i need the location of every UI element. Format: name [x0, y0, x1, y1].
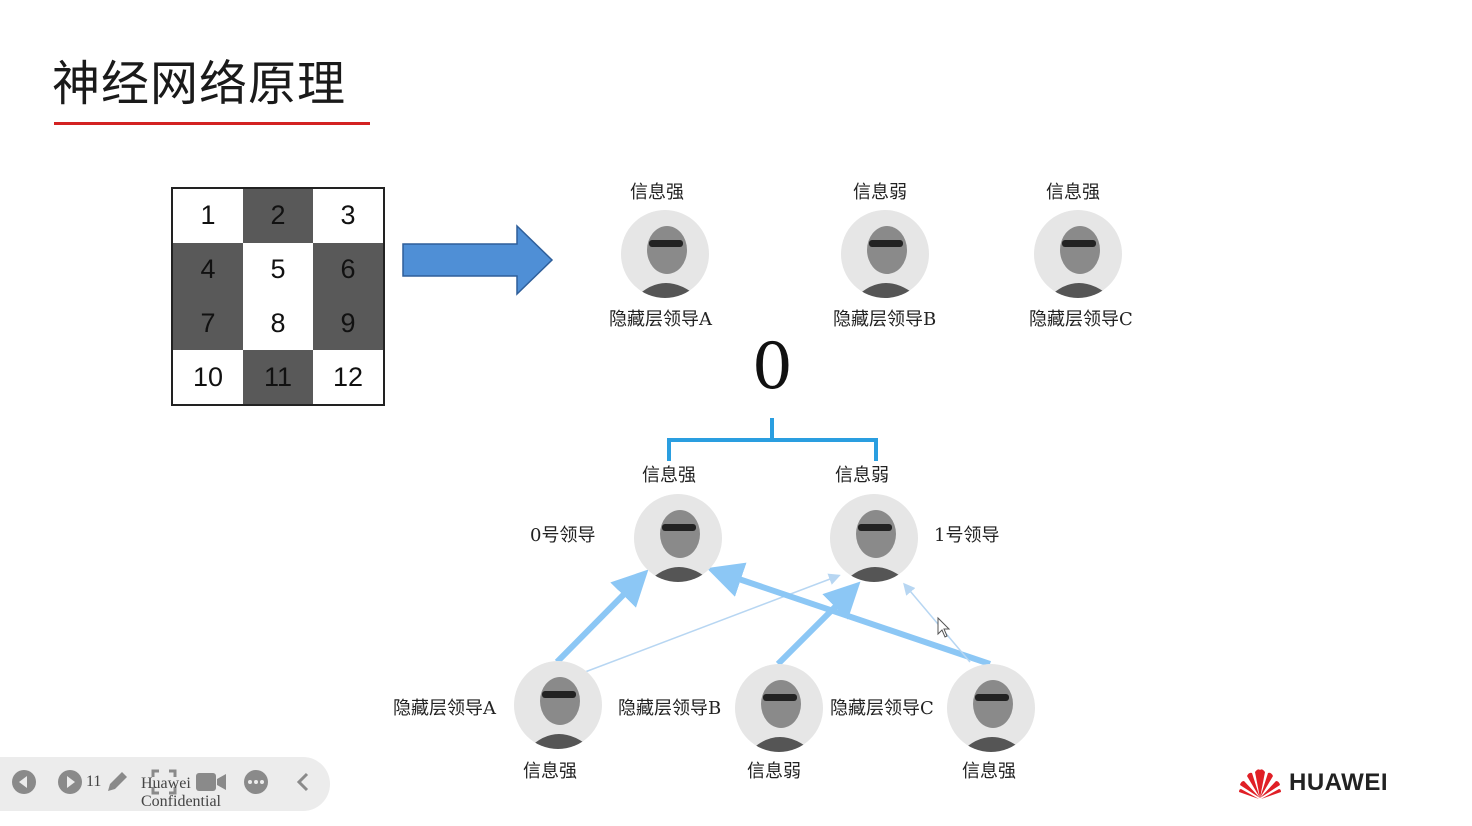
- grid-cell: 8: [243, 296, 313, 351]
- next-icon[interactable]: [57, 769, 83, 795]
- leader-avatar: [735, 664, 823, 752]
- person-icon: [841, 210, 929, 298]
- leader-avatar: [621, 210, 709, 298]
- leader-avatar: [841, 210, 929, 298]
- grid-cell: 11: [243, 350, 313, 404]
- presenter-toolbar: [0, 757, 330, 811]
- screenshot-icon[interactable]: [150, 768, 178, 796]
- bottom-leader-a: 隐藏层领导A: [393, 698, 496, 719]
- top-signal-b: 信息弱: [853, 182, 907, 203]
- pen-icon[interactable]: [104, 769, 130, 795]
- grid-cell: 5: [243, 242, 313, 297]
- leader-avatar: [830, 494, 918, 582]
- confidential-line-1: Huawei: [141, 775, 191, 792]
- grid-cell: 10: [173, 350, 243, 404]
- grid-cell: 7: [173, 296, 243, 351]
- bottom-signal-a: 信息强: [523, 761, 577, 782]
- confidential-label: Huawei Confidential: [141, 775, 221, 811]
- top-leader-a: 隐藏层领导A: [609, 309, 712, 330]
- output-signal-0: 信息强: [642, 465, 696, 486]
- right-arrow-icon: [402, 224, 554, 296]
- output-signal-1: 信息弱: [835, 465, 889, 486]
- bottom-signal-b: 信息弱: [747, 761, 801, 782]
- leader-avatar: [1034, 210, 1122, 298]
- grid-cell: 9: [313, 296, 383, 351]
- leader-avatar: [634, 494, 722, 582]
- pixel-grid: 1 2 3 4 5 6 7 8 9 10 11 12: [171, 187, 385, 406]
- person-icon: [1034, 210, 1122, 298]
- link-b-to-1: [775, 581, 861, 667]
- slide-title: 神经网络原理: [52, 56, 347, 112]
- prev-icon[interactable]: [11, 769, 37, 795]
- huawei-flower-icon: [1239, 769, 1281, 799]
- huawei-logo: HUAWEI: [1237, 766, 1388, 800]
- brand-name: HUAWEI: [1289, 769, 1388, 796]
- bottom-signal-c: 信息强: [962, 761, 1016, 782]
- more-icon[interactable]: [243, 769, 269, 795]
- leader-avatar: [947, 664, 1035, 752]
- grid-cell: 12: [313, 350, 383, 404]
- camera-icon[interactable]: [195, 771, 227, 793]
- grid-cell: 3: [313, 189, 383, 243]
- top-leader-c: 隐藏层领导C: [1029, 309, 1133, 330]
- link-a-to-1: [584, 573, 841, 673]
- person-icon: [621, 210, 709, 298]
- page-number: 11: [86, 773, 102, 790]
- person-icon: [735, 664, 823, 752]
- person-icon: [514, 661, 602, 749]
- top-signal-c: 信息强: [1046, 182, 1100, 203]
- leader-avatar: [514, 661, 602, 749]
- mouse-cursor-icon: [937, 616, 951, 638]
- collapse-icon[interactable]: [292, 770, 314, 794]
- confidential-line-2: Confidential: [141, 793, 221, 810]
- bottom-leader-c: 隐藏层领导C: [830, 698, 934, 719]
- grid-cell: 6: [313, 242, 383, 297]
- top-leader-b: 隐藏层领导B: [833, 309, 937, 330]
- title-underline: [54, 122, 370, 125]
- link-c-to-0: [706, 562, 991, 667]
- output-leader-1: 1号领导: [934, 525, 1000, 546]
- person-icon: [947, 664, 1035, 752]
- output-bracket: [667, 418, 878, 461]
- output-leader-0: 0号领导: [530, 525, 596, 546]
- bottom-leader-b: 隐藏层领导B: [618, 698, 722, 719]
- person-icon: [634, 494, 722, 582]
- top-signal-a: 信息强: [630, 182, 684, 203]
- grid-cell: 4: [173, 242, 243, 297]
- person-icon: [830, 494, 918, 582]
- grid-cell: 2: [243, 189, 313, 243]
- output-value: 0: [752, 330, 793, 404]
- grid-cell: 1: [173, 189, 243, 243]
- arrow-shape: [402, 224, 554, 296]
- link-a-to-0: [554, 569, 649, 665]
